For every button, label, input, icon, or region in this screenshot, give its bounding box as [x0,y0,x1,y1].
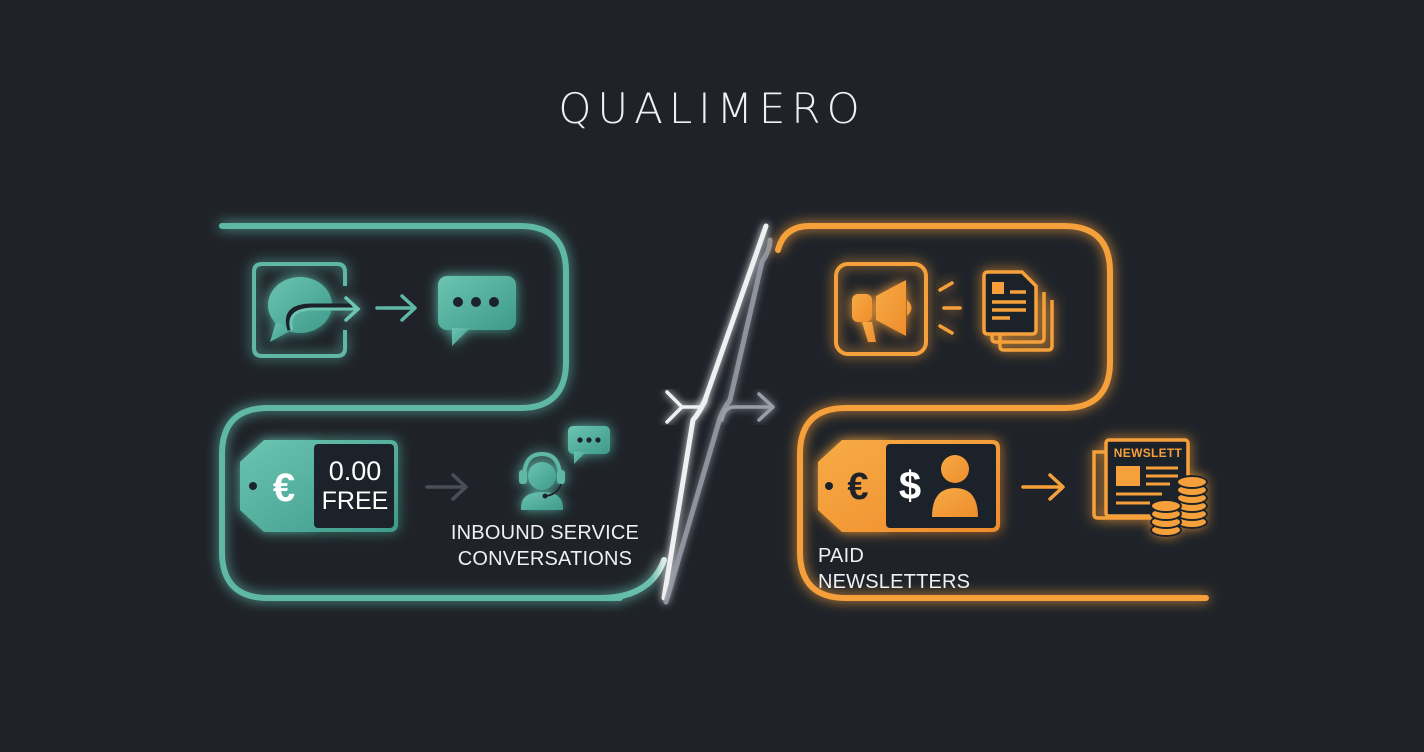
price-amount: 0.00 [328,456,382,486]
chat-forward-icon [252,262,361,358]
arrow-right-icon [425,473,468,501]
branch-arrow-icon [665,390,775,424]
chat-bubble-dots-icon [438,276,516,346]
arrow-right-icon [1021,473,1065,501]
page-title: QUALIMERO [558,84,866,133]
support-agent-headset-icon [519,426,610,510]
inbound-service-line2: CONVERSATIONS [457,548,633,570]
slash-divider-icon [661,223,773,605]
euro-symbol-orange: € [847,466,869,508]
arrow-right-icon [375,294,417,322]
paid-newsletters-label: PAID NEWSLETTERS [818,545,971,593]
megaphone-icon [834,262,928,356]
price-free-label: FREE [321,487,389,515]
free-price-tag [240,440,398,532]
subscriber-person-icon [932,455,978,517]
newspaper-heading: NEWSLETT [1113,446,1183,460]
documents-stack-icon [982,270,1054,352]
orange-flow-path [775,223,1209,601]
euro-symbol-teal: € [272,466,296,510]
inbound-service-label: INBOUND SERVICE CONVERSATIONS [450,520,640,572]
newspaper-coins-icon [1092,438,1208,537]
dollar-symbol: $ [898,464,922,508]
broadcast-lines-icon [938,281,962,335]
inbound-service-line1: INBOUND SERVICE [450,522,640,544]
teal-flow-path [219,223,667,601]
